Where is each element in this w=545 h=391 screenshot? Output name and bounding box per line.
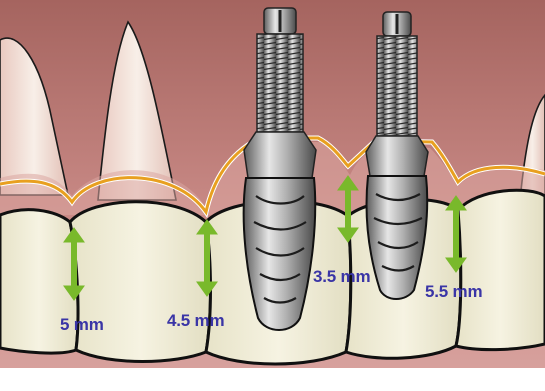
implant-2-threaded-post <box>377 36 417 136</box>
measurement-label-5mm: 5 mm <box>60 315 104 334</box>
implant-2-collar <box>366 136 428 176</box>
white-bottom-border <box>0 368 545 391</box>
tooth-crown-2 <box>70 202 211 362</box>
measurement-label-3-5mm: 3.5 mm <box>313 267 370 286</box>
tooth-crown-5 <box>456 190 545 349</box>
implant-1-collar <box>244 132 316 178</box>
measurement-label-5-5mm: 5.5 mm <box>425 282 482 301</box>
measurement-label-4-5mm: 4.5 mm <box>167 311 224 330</box>
implant-1-threaded-post <box>257 34 303 132</box>
